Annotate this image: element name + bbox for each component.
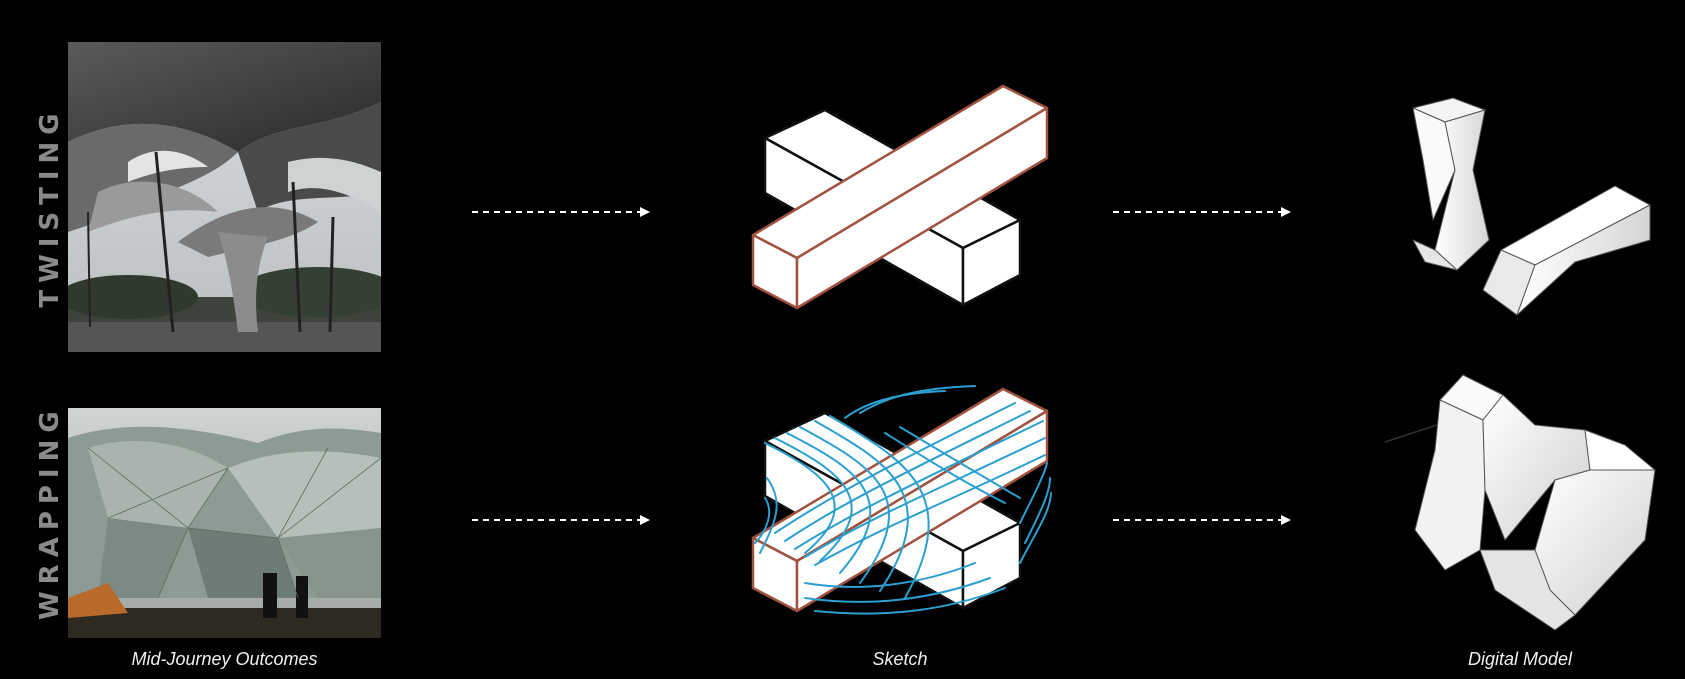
twisting-digital-model [1412, 97, 1651, 316]
caption-sketch: Sketch [872, 649, 928, 669]
twisting-sketch [751, 84, 1049, 310]
twisting-outcome-image [68, 42, 381, 352]
arrow-outcome-to-sketch-bottom [472, 515, 650, 525]
arrow-outcome-to-sketch-top [472, 207, 650, 217]
arrow-sketch-to-model-top [1113, 207, 1291, 217]
wrapping-digital-model [1385, 374, 1656, 631]
row-label-wrapping: WRAPPING [35, 404, 65, 620]
row-label-twisting: TWISTING [35, 106, 65, 308]
caption-model: Digital Model [1467, 649, 1573, 669]
wrapping-sketch [751, 385, 1052, 615]
wrapping-outcome-image [68, 408, 381, 638]
arrow-sketch-to-model-bottom [1113, 515, 1291, 525]
caption-outcomes: Mid-Journey Outcomes [131, 649, 318, 669]
